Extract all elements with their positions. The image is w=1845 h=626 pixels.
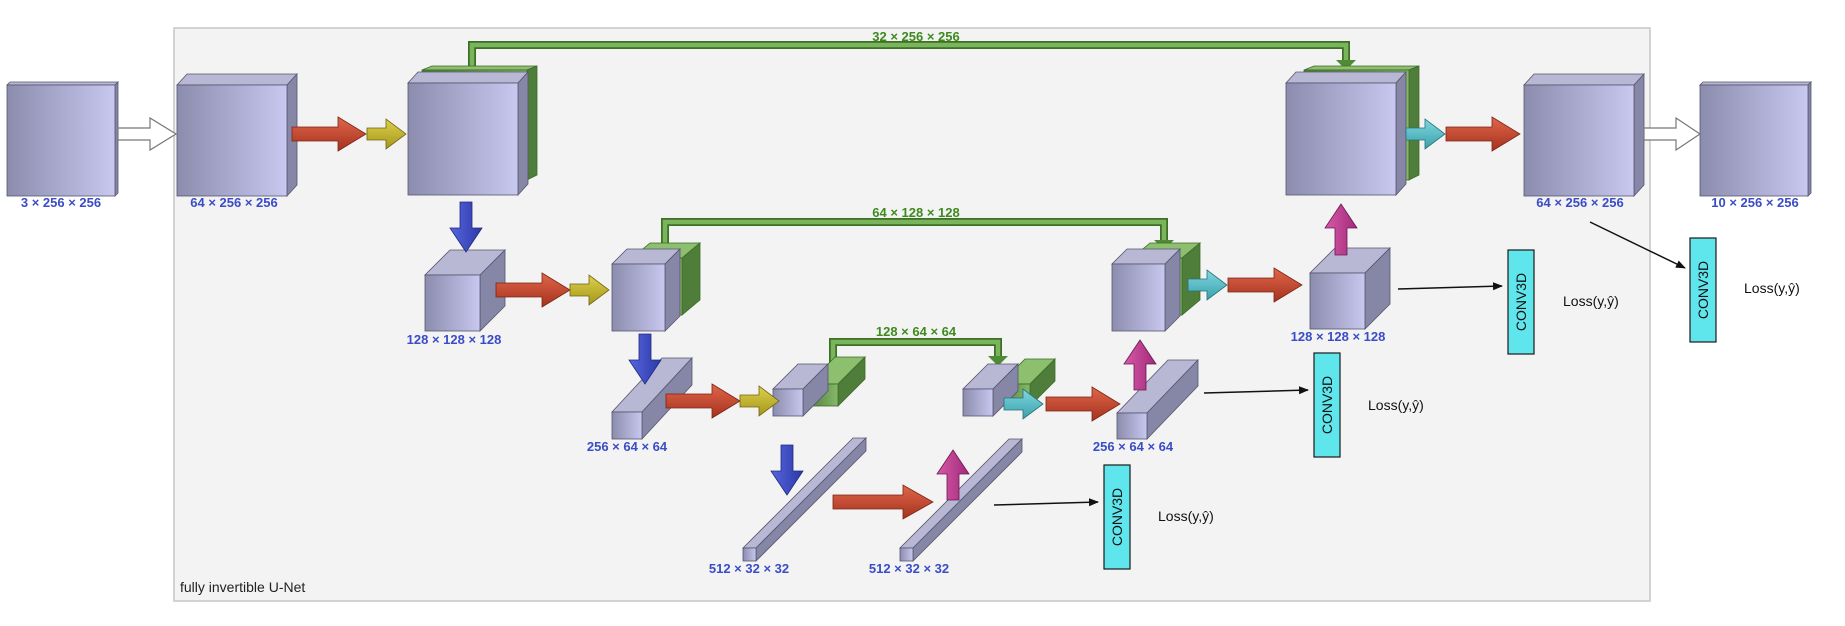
bottleneck-left-feature-map	[742, 437, 867, 562]
yellow-arrow-enc1	[366, 118, 407, 150]
blue-arrow-down-1	[449, 201, 483, 253]
decoder-1-dims: 64 × 256 × 256	[1536, 195, 1623, 210]
red-arrow-dec3	[1045, 386, 1121, 422]
output-arrow	[1643, 116, 1702, 152]
conv3d-label-level1: CONV3D	[1695, 261, 1711, 319]
red-arrow-bottleneck	[832, 484, 934, 520]
conv3d-head-level2: CONV3D	[1507, 249, 1535, 355]
blue-arrow-down-2	[628, 333, 662, 385]
head-arrow-bottleneck	[993, 498, 1099, 507]
bottleneck-right-feature-map	[899, 438, 1023, 562]
decoder-3-feature-map	[1116, 359, 1199, 440]
red-arrow-enc3	[665, 383, 741, 419]
encoder-3-coupled-block	[772, 356, 866, 417]
skip-label-level2: 64 × 128 × 128	[872, 205, 959, 220]
cyan-arrow-dec1	[1405, 118, 1446, 150]
bottleneck-right-dims: 512 × 32 × 32	[869, 561, 949, 576]
encoder-1-feature-map	[176, 72, 298, 198]
encoder-1-coupled-block	[407, 65, 538, 197]
head-arrow-level2	[1397, 282, 1503, 291]
unet-frame	[173, 27, 1651, 602]
skip-label-level1: 32 × 256 × 256	[872, 29, 959, 44]
yellow-arrow-enc3	[739, 385, 780, 417]
decoder-2-feature-map	[1309, 247, 1391, 330]
skip-connection-level2: 64 × 128 × 128	[661, 205, 1174, 252]
magenta-arrow-up-2	[1123, 339, 1157, 391]
loss-label-level2: Loss(y,ŷ)	[1563, 293, 1619, 309]
red-arrow-enc2	[495, 272, 571, 308]
conv3d-label-level2: CONV3D	[1513, 273, 1529, 331]
loss-label-bottleneck: Loss(y,ŷ)	[1158, 508, 1214, 524]
head-arrow-level1	[1589, 221, 1686, 269]
decoder-1-feature-map	[1523, 72, 1645, 198]
loss-label-level1: Loss(y,ŷ)	[1744, 280, 1800, 296]
encoder-2-dims: 128 × 128 × 128	[407, 332, 502, 347]
magenta-arrow-up-3	[1324, 203, 1358, 256]
red-arrow-enc1	[291, 116, 367, 152]
conv3d-head-level1: CONV3D	[1689, 237, 1717, 343]
encoder-1-dims: 64 × 256 × 256	[190, 195, 277, 210]
conv3d-head-bottleneck: CONV3D	[1103, 464, 1131, 570]
skip-label-level3: 128 × 64 × 64	[876, 324, 957, 339]
frame-label: fully invertible U-Net	[180, 579, 305, 595]
cyan-arrow-dec2	[1187, 269, 1228, 301]
decoder-2-coupled-block	[1111, 242, 1202, 332]
head-arrow-level3	[1203, 386, 1309, 395]
decoder-2-dims: 128 × 128 × 128	[1291, 329, 1386, 344]
yellow-arrow-enc2	[569, 274, 610, 306]
red-arrow-dec2	[1227, 267, 1303, 303]
cyan-arrow-dec3	[1003, 388, 1044, 420]
loss-label-level3: Loss(y,ŷ)	[1368, 397, 1424, 413]
bottleneck-left-dims: 512 × 32 × 32	[709, 561, 789, 576]
conv3d-head-level3: CONV3D	[1313, 352, 1341, 458]
input-dims: 3 × 256 × 256	[21, 195, 101, 210]
conv3d-label-bottleneck: CONV3D	[1109, 488, 1125, 546]
red-arrow-dec1	[1445, 116, 1521, 152]
magenta-arrow-up-1	[936, 449, 970, 501]
skip-connection-level3: 128 × 64 × 64	[829, 324, 1008, 370]
encoder-2-feature-map	[424, 249, 506, 332]
decoder-1-coupled-block	[1285, 65, 1420, 197]
decoder-3-dims: 256 × 64 × 64	[1093, 439, 1174, 454]
input-feature-map	[6, 81, 119, 197]
skip-connection-level1: 32 × 256 × 256	[468, 29, 1356, 70]
input-arrow	[117, 116, 178, 152]
conv3d-label-level3: CONV3D	[1319, 376, 1335, 434]
encoder-3-dims: 256 × 64 × 64	[587, 439, 668, 454]
encoder-2-coupled-block	[611, 242, 702, 332]
output-dims: 10 × 256 × 256	[1711, 195, 1798, 210]
output-feature-map	[1699, 81, 1812, 197]
blue-arrow-down-3	[770, 444, 804, 496]
